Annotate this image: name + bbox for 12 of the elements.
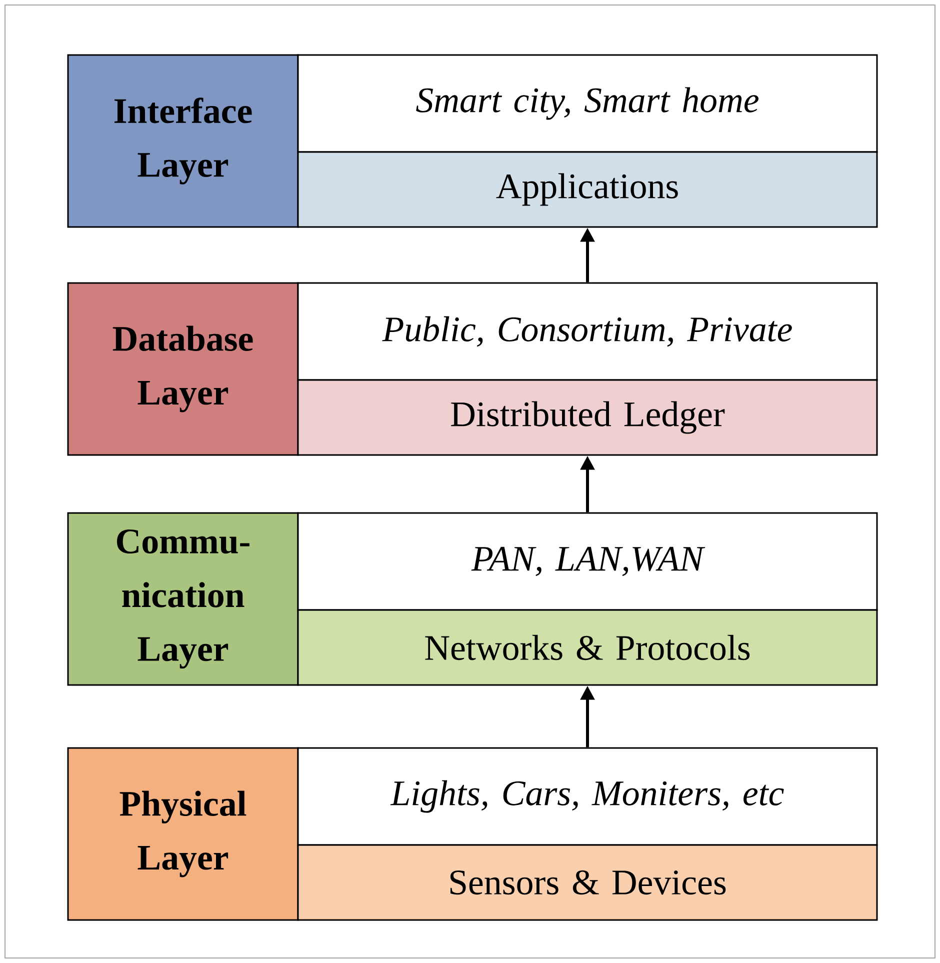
- example-box: PAN, LAN,WAN: [297, 512, 878, 611]
- example-box: Public, Consortium, Private: [297, 282, 878, 381]
- layer-label-box: Database Layer: [67, 282, 299, 456]
- example-box: Lights, Cars, Moniters, etc: [297, 747, 878, 846]
- category-box: Distributed Ledger: [297, 379, 878, 456]
- example-box: Smart city, Smart home: [297, 54, 878, 153]
- category-box: Networks & Protocols: [297, 609, 878, 686]
- layer-label-box: Commu- nication Layer: [67, 512, 299, 686]
- category-box: Sensors & Devices: [297, 844, 878, 921]
- category-box: Applications: [297, 151, 878, 228]
- layer-label-box: Interface Layer: [67, 54, 299, 228]
- layer-label-box: Physical Layer: [67, 747, 299, 921]
